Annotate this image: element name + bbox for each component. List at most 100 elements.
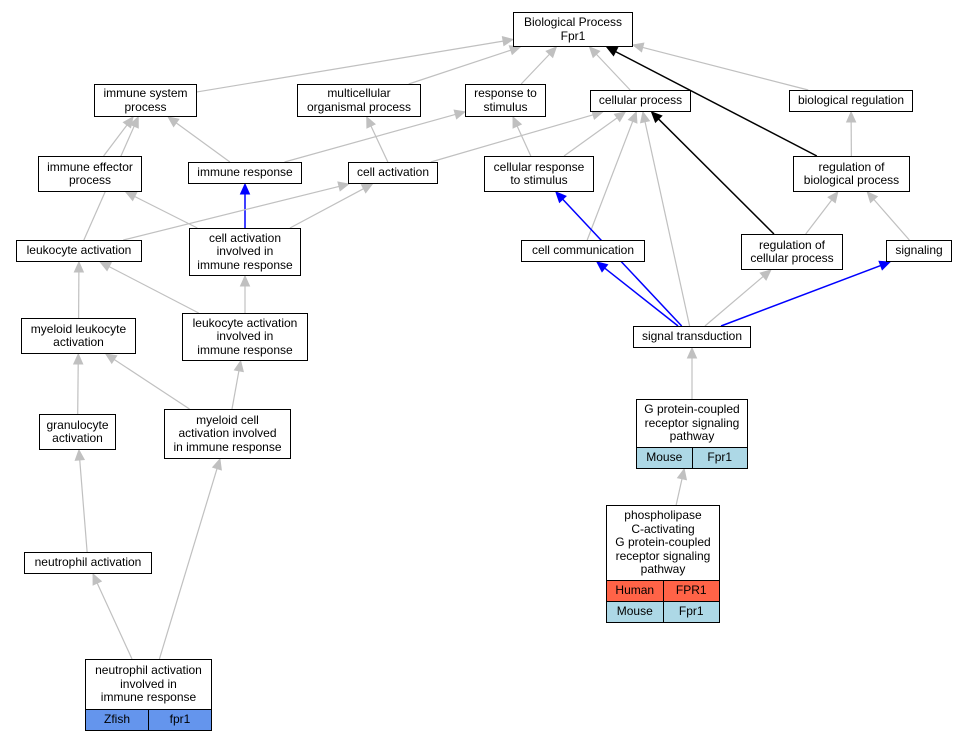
species-cell: Zfish — [103, 712, 130, 727]
arrowhead-ir-to-rts — [453, 109, 467, 120]
edge-br-to-bp — [642, 46, 809, 91]
edge-ir-to-rts — [284, 113, 456, 163]
edge-mop-to-bp — [408, 49, 511, 85]
edge-st-to-cp — [644, 121, 691, 327]
edge-st-to-rcp — [704, 276, 764, 327]
node-label: myeloid leukocyte activation — [30, 321, 127, 349]
edge-st-to-crs — [562, 198, 683, 327]
node-rbp: regulation of biological process — [793, 156, 910, 192]
edge-laiir-to-la — [108, 266, 199, 314]
arrowhead-rbp-to-bp — [605, 46, 619, 57]
arrowhead-sig-to-rbp — [866, 191, 879, 204]
species-gene-row: Human FPR1 — [607, 580, 719, 601]
node-label: cellular response to stimulus — [493, 159, 585, 187]
species-cell: Mouse — [616, 604, 653, 619]
edge-rcp-to-cp — [658, 118, 775, 235]
arrowhead-rcp-to-rbp — [827, 191, 839, 204]
edge-la-to-ca — [123, 185, 340, 241]
edge-naiir-to-mcaiir — [158, 468, 218, 660]
edge-plc-to-gpcr — [675, 478, 683, 506]
node-st: signal transduction — [633, 326, 751, 348]
arrowhead-naiir-to-mcaiir — [211, 457, 222, 471]
arrowhead-mcaiir-to-mla — [104, 353, 118, 365]
arrowhead-crs-to-cp — [613, 111, 627, 123]
edge-ir-to-iss — [175, 122, 231, 163]
node-label: Biological Process Fpr1 — [523, 15, 623, 43]
node-mcaiir: myeloid cell activation involved in immu… — [164, 409, 291, 459]
arrowhead-cc-to-cp — [627, 110, 638, 124]
arrowhead-crs-to-rts — [512, 115, 523, 129]
node-plc: phospholipase C-activating G protein-cou… — [606, 505, 720, 623]
node-gpcr: G protein-coupled receptor signaling pat… — [636, 399, 748, 469]
node-ir: immune response — [188, 162, 302, 184]
arrowhead-na-to-ga — [74, 448, 86, 461]
node-la: leukocyte activation — [16, 240, 142, 262]
edge-ga-to-mla — [77, 363, 79, 415]
node-label: neutrophil activation — [34, 555, 142, 570]
node-na: neutrophil activation — [24, 552, 152, 574]
node-laiir: leukocyte activation involved in immune … — [182, 313, 308, 361]
species-gene-row: Mouse Fpr1 — [607, 601, 719, 622]
node-label: myeloid cell activation involved in immu… — [173, 412, 282, 454]
arrowhead-caiir-to-iep — [124, 191, 138, 202]
node-label: multicellular organismal process — [306, 86, 412, 114]
node-mla: myeloid leukocyte activation — [21, 318, 136, 354]
node-label: immune response — [197, 165, 293, 180]
arrowhead-ca-to-mop — [366, 115, 376, 129]
arrowhead-caiir-to-ca — [360, 183, 374, 194]
node-naiir: neutrophil activation involved in immune… — [85, 659, 212, 731]
gene-cell: Fpr1 — [662, 602, 720, 622]
arrowhead-st-to-rcp — [759, 269, 772, 281]
node-br: biological regulation — [789, 90, 913, 112]
node-label: biological regulation — [797, 93, 905, 108]
node-label: regulation of cellular process — [750, 237, 834, 265]
edge-iep-to-iss — [103, 124, 128, 157]
arrowhead-ir-to-iss — [167, 116, 180, 128]
arrowhead-st-to-sig — [878, 260, 892, 271]
node-label: cellular process — [598, 93, 683, 108]
node-cp: cellular process — [590, 90, 691, 112]
arrowhead-laiir-to-caiir — [239, 274, 251, 287]
arrowhead-br-to-bp — [631, 42, 645, 53]
arrowhead-rbp-to-br — [845, 110, 857, 123]
species-gene-row: Zfish fpr1 — [86, 709, 211, 730]
node-sig: signaling — [886, 240, 952, 262]
arrowhead-plc-to-gpcr — [676, 467, 688, 481]
arrowhead-rcp-to-cp — [650, 111, 663, 124]
gene-cell: FPR1 — [662, 581, 720, 601]
node-iss: immune system process — [94, 84, 197, 117]
edge-cc-to-cp — [586, 121, 634, 241]
arrowhead-st-to-cc — [595, 261, 609, 273]
arrowhead-gpcr-to-st — [686, 346, 698, 359]
node-label: phospholipase C-activating G protein-cou… — [615, 508, 711, 577]
node-iep: immune effector process — [38, 156, 142, 192]
node-label: immune effector process — [47, 159, 133, 187]
arrowhead-rts-to-bp — [545, 46, 558, 59]
arrowhead-la-to-ca — [337, 181, 350, 192]
edge-crs-to-rts — [516, 125, 532, 157]
edge-mcaiir-to-mla — [113, 358, 190, 410]
edge-iss-to-bp — [196, 40, 504, 93]
species-cell: Mouse — [646, 450, 683, 465]
node-label: leukocyte activation — [26, 243, 132, 258]
gene-cell: fpr1 — [148, 710, 211, 730]
edge-st-to-sig — [720, 264, 881, 327]
node-label: signaling — [895, 243, 943, 258]
arrowhead-caiir-to-ir — [239, 182, 251, 195]
species-gene-row: Mouse Fpr1 — [637, 447, 747, 468]
node-rcp: regulation of cellular process — [741, 234, 843, 270]
edge-rbp-to-bp — [615, 50, 818, 157]
node-label: G protein-coupled receptor signaling pat… — [644, 402, 740, 444]
arrowhead-laiir-to-la — [99, 261, 112, 272]
gene-cell: Fpr1 — [691, 448, 748, 468]
edge-sig-to-rbp — [873, 199, 910, 241]
node-ga: granulocyte activation — [39, 414, 116, 450]
arrowhead-st-to-crs — [555, 191, 567, 204]
edge-crs-to-cp — [563, 117, 618, 157]
species-cell: Human — [615, 583, 655, 598]
edge-mcaiir-to-laiir — [231, 370, 240, 410]
node-ca: cell activation — [348, 162, 438, 184]
node-cc: cell communication — [521, 240, 645, 262]
node-label: leukocyte activation involved in immune … — [192, 315, 298, 357]
